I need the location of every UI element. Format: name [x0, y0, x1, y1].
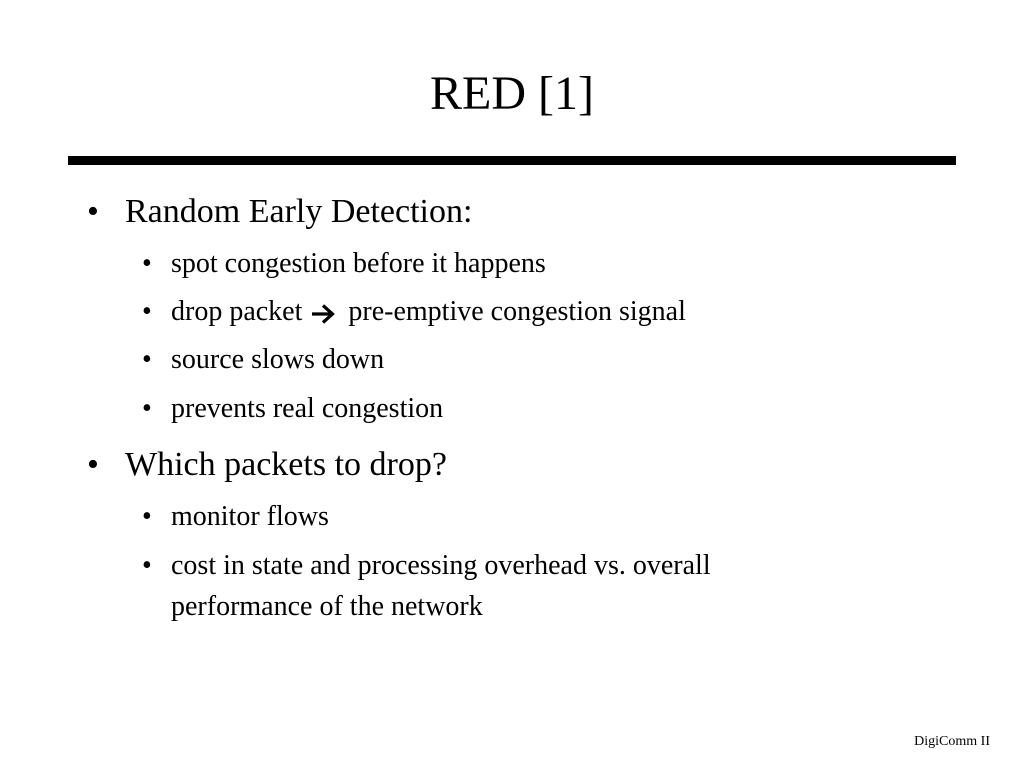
sub-bullet-spot-congestion: • spot congestion before it happens: [142, 244, 546, 284]
sub-bullet-text-before-arrow: drop packet: [171, 296, 303, 327]
sub-bullet-text-after-arrow: pre-emptive congestion signal: [348, 296, 686, 327]
bullet-text: Random Early Detection:: [125, 193, 473, 230]
slide-title: RED [1]: [430, 67, 594, 120]
bullet-random-early-detection: • Random Early Detection:: [87, 192, 473, 232]
bullet-marker: •: [142, 296, 152, 327]
slide-footer: DigiComm II: [914, 734, 990, 749]
sub-bullet-source-slows: • source slows down: [142, 340, 385, 380]
sub-bullet-cost-in-state: • cost in state and processing overhead …: [142, 546, 711, 586]
bullet-which-packets: • Which packets to drop?: [87, 445, 447, 485]
bullet-marker: •: [142, 501, 152, 532]
sub-bullet-text: prevents real congestion: [171, 393, 444, 424]
sub-bullet-text: cost in state and processing overhead vs…: [171, 550, 711, 581]
sub-bullet-continuation-text: performance of the network: [171, 591, 483, 622]
sub-bullet-drop-packet: • drop packet pre-emptive congestion sig…: [142, 292, 686, 332]
bullet-marker: •: [142, 550, 152, 581]
sub-bullet-text: source slows down: [171, 344, 385, 375]
sub-bullet-prevents-congestion: • prevents real congestion: [142, 389, 444, 429]
bullet-marker: •: [87, 193, 99, 230]
sub-bullet-text: spot congestion before it happens: [171, 248, 546, 279]
right-arrow-icon: [312, 303, 336, 324]
bullet-marker: •: [87, 446, 99, 483]
sub-bullet-text: monitor flows: [171, 501, 329, 532]
bullet-marker: •: [142, 248, 152, 279]
sub-bullet-monitor-flows: • monitor flows: [142, 497, 329, 537]
sub-bullet-cost-continuation: performance of the network: [171, 587, 483, 627]
bullet-text: Which packets to drop?: [125, 446, 447, 483]
title-divider: [68, 156, 956, 165]
bullet-marker: •: [142, 393, 152, 424]
bullet-marker: •: [142, 344, 152, 375]
